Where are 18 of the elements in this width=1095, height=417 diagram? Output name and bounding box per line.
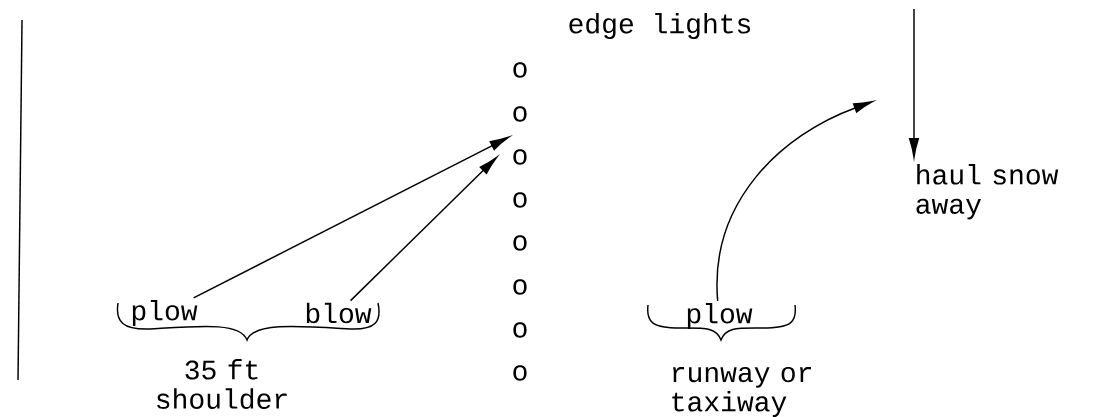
heading-label: edge lights	[569, 12, 751, 40]
area-label: plow	[687, 302, 753, 330]
light-marker: o	[513, 192, 527, 208]
light-marker: o	[513, 106, 527, 122]
action-label: blow	[306, 302, 372, 324]
action-label: haul snow away	[916, 164, 1059, 220]
light-marker: o	[513, 235, 527, 251]
arrow	[716, 100, 874, 302]
light-marker: o	[513, 365, 527, 381]
light-marker: o	[513, 279, 527, 295]
arrow	[192, 136, 510, 299]
dimension-label: 35 ft shoulder	[157, 359, 287, 409]
arrow	[349, 156, 498, 302]
light-marker: o	[513, 149, 527, 165]
light-marker: o	[513, 62, 527, 78]
area-label: runway or taxiway	[672, 366, 811, 417]
light-marker: o	[513, 322, 527, 338]
action-label: plow	[132, 299, 198, 327]
